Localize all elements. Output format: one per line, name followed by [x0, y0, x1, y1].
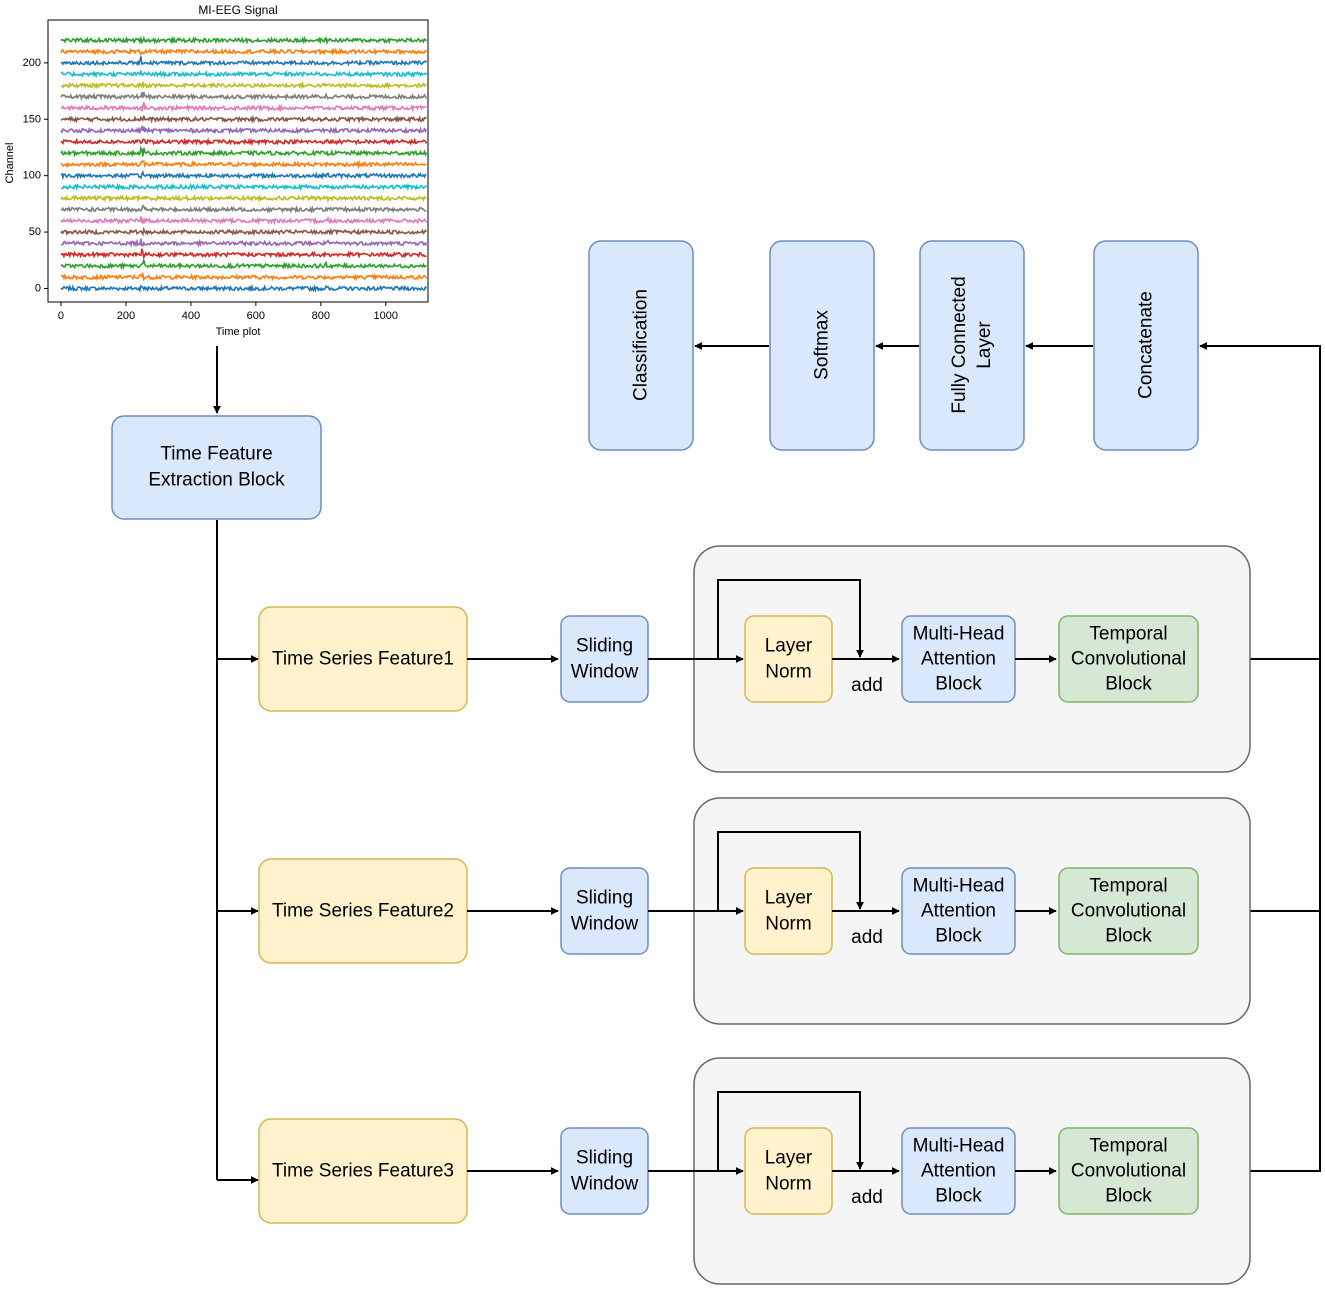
eeg-series-line — [60, 68, 428, 79]
eeg-series-line — [60, 114, 427, 124]
plot-frame — [47, 19, 429, 303]
eeg-series-line — [60, 248, 427, 261]
time-series-feature-label: Time Series Feature1 — [272, 649, 454, 670]
plot-ylabel: Channel — [4, 143, 16, 184]
edge-residual-skip — [717, 579, 864, 659]
eeg-series-line — [60, 56, 428, 68]
eeg-series-line — [60, 80, 427, 90]
layer-norm-box — [744, 1127, 833, 1215]
plot-title: MI-EEG Signal — [198, 3, 277, 17]
classification-label: Classification — [631, 289, 652, 401]
eeg-series-line — [60, 124, 428, 135]
add-label: add — [851, 927, 883, 948]
y-tick-label: 50 — [29, 226, 41, 238]
eeg-series-line — [60, 102, 427, 113]
temporal-convolutional-box — [1058, 867, 1199, 955]
concatenate-label: Concatenate — [1136, 291, 1157, 399]
eeg-series-line — [60, 145, 428, 158]
y-tick-label: 150 — [23, 113, 41, 125]
branch-connectors — [467, 831, 1057, 915]
concatenate-block: Concatenate — [1093, 240, 1199, 451]
x-tick-label: 600 — [247, 310, 265, 322]
eeg-series-line — [60, 47, 427, 57]
add-label: add — [851, 675, 883, 696]
x-tick-label: 200 — [117, 310, 135, 322]
eeg-series-line — [60, 271, 428, 282]
x-tick-label: 800 — [312, 310, 330, 322]
x-tick-label: 1000 — [374, 310, 398, 322]
sliding-window-box — [560, 1127, 649, 1215]
eeg-series-line — [60, 182, 428, 192]
y-tick-label: 100 — [23, 170, 41, 182]
temporal-convolutional-box — [1058, 1127, 1199, 1215]
layer-norm-box — [744, 615, 833, 703]
sliding-window-box — [560, 615, 649, 703]
add-label: add — [851, 1187, 883, 1208]
eeg-series-line — [60, 35, 428, 46]
eeg-series-line — [60, 226, 428, 237]
x-tick-label: 0 — [58, 310, 64, 322]
edge-residual-skip — [717, 831, 864, 911]
eeg-series-line — [60, 194, 427, 204]
softmax-label: Softmax — [812, 310, 833, 380]
connectors — [213, 346, 1321, 1184]
eeg-series-line — [60, 91, 428, 102]
eeg-series-line — [61, 204, 427, 214]
eeg-series-line — [60, 283, 428, 293]
plot-xlabel: Time plot — [216, 326, 261, 338]
eeg-series-group — [60, 35, 428, 293]
eeg-series-line — [60, 259, 427, 271]
softmax-block: Softmax — [769, 240, 875, 451]
layer-norm-box — [744, 867, 833, 955]
time-series-feature-label: Time Series Feature3 — [272, 1161, 454, 1182]
plot-ticks: 0 200 400 600 800 1000 0 50 100 150 200 — [23, 57, 398, 322]
branch-connectors — [467, 579, 1057, 663]
time-series-feature-label: Time Series Feature2 — [272, 901, 454, 922]
x-tick-label: 400 — [182, 310, 200, 322]
y-tick-label: 0 — [35, 282, 41, 294]
eeg-signal-plot: MI-EEG Signal 0 200 400 600 800 1000 0 50 100 150… — [4, 3, 429, 338]
eeg-series-line — [60, 137, 428, 147]
classification-block: Classification — [588, 240, 694, 451]
edge-residual-skip — [717, 1091, 864, 1171]
y-tick-label: 200 — [23, 57, 41, 69]
temporal-convolutional-box — [1058, 615, 1199, 703]
branch-connectors — [467, 1091, 1057, 1175]
eeg-series-line — [60, 159, 427, 170]
eeg-series-line — [60, 170, 427, 181]
sliding-window-box — [560, 867, 649, 955]
eeg-series-line — [60, 238, 428, 248]
eeg-series-line — [60, 215, 428, 226]
